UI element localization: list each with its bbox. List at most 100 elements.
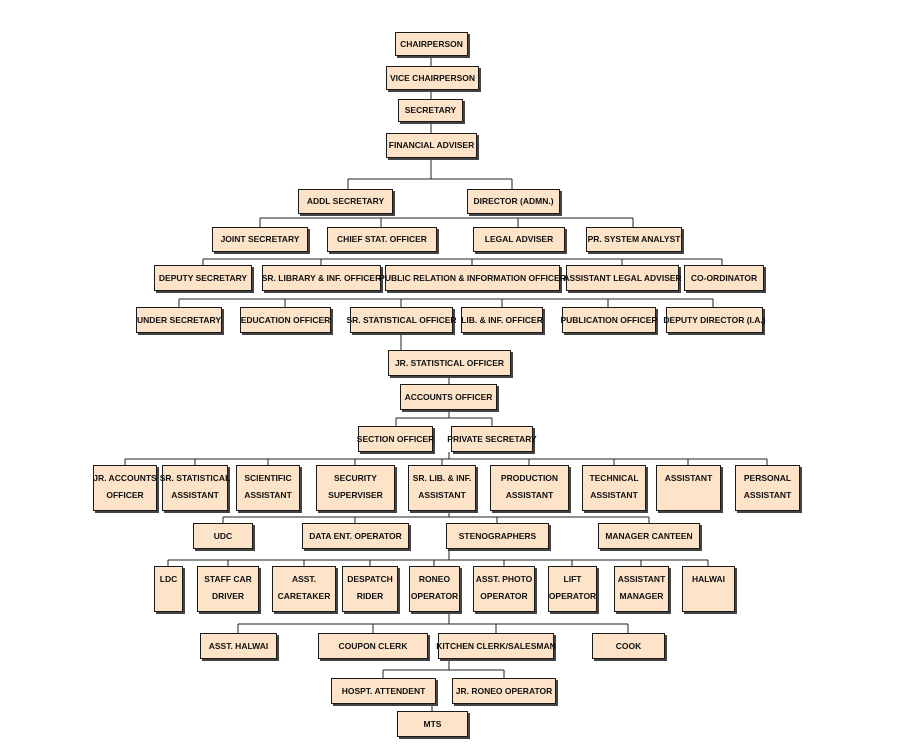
org-node-label-line: DEPUTY DIRECTOR (I.A.)	[663, 314, 766, 325]
org-node-staff-car-driver: STAFF CAR DRIVER	[197, 566, 259, 612]
org-node-under-secretary: UNDER SECRETARY	[136, 307, 222, 333]
org-node-sr-lib-inf-assistant: SR. LIB. & INF.ASSISTANT	[408, 465, 476, 511]
org-node-label-line: DEPUTY SECRETARY	[158, 272, 248, 283]
org-node-label-line: ASSISTANT	[505, 490, 554, 500]
org-node-cook: COOK	[592, 633, 665, 659]
org-node-label: CHAIRPERSON	[400, 36, 463, 53]
org-node-sr-library-inf-officer: SR. LIBRARY & INF. OFFICER	[262, 265, 381, 291]
org-node-label: ASSISTANT LEGAL ADVISER	[563, 270, 681, 287]
org-node-label-line: DIRECTOR (Admn.)	[473, 196, 554, 206]
org-node-production-assistant: PRODUCTION ASSISTANT	[490, 465, 569, 511]
org-node-coupon-clerk: COUPON CLERK	[318, 633, 428, 659]
org-node-label: STENOGRAPHERS	[459, 528, 536, 545]
org-node-label: SR. LIB. & INF.ASSISTANT	[413, 470, 472, 504]
org-node-manager-canteen: MANAGER CANTEEN	[598, 523, 700, 549]
org-node-label: CHIEF STAT. OFFICER	[337, 231, 427, 248]
org-node-publication-officer: PUBLICATION OFFICER	[560, 307, 658, 333]
org-node-label: PR. SYSTEM ANALYST	[588, 231, 681, 248]
org-node-label-line: OPERATOR	[548, 591, 597, 601]
org-node-label-line: SR. LIBRARY & INF. OFFICER	[261, 272, 382, 283]
org-node-label: PRIVATE SECRETARY	[447, 431, 536, 448]
org-node-label-line: COUPON CLERK	[338, 640, 408, 651]
org-node-label: DATA ENT. OPERATOR	[309, 528, 402, 545]
org-node-label: JR. ACCOUNTS OFFICER	[93, 470, 156, 504]
org-node-label-line: ASST. HALWAI	[208, 640, 269, 651]
org-node-label: JR. STATISTICAL OFFICER	[395, 355, 504, 372]
org-node-label-line: ASSISTANT	[590, 490, 638, 500]
org-node-label-line: OFFICER	[106, 490, 144, 500]
org-node-label-line: CHAIRPERSON	[400, 38, 463, 49]
org-node-education-officer: EDUCATION OFFICER	[240, 307, 331, 333]
org-node-public-relation-information-officer: PUBLIC RELATION & INFORMATION OFFICER	[379, 265, 566, 291]
org-node-label-line: CHIEF STAT. OFFICER	[337, 234, 427, 244]
org-node-label-line: CARETAKER	[277, 591, 331, 601]
org-node-label: PRODUCTION ASSISTANT	[501, 470, 558, 504]
org-node-vice-chairperson: VICE CHAIRPERSON	[386, 66, 479, 90]
org-node-label-line: ASSISTANT	[418, 490, 466, 500]
org-node-label: LDC	[160, 571, 177, 588]
org-node-label-line: ASSISTANT	[617, 574, 666, 584]
org-node-label-line: OPERATOR	[410, 591, 459, 601]
org-node-label-line: JR. ACCOUNTS	[93, 473, 157, 483]
org-node-label-line: FINANCIAL ADVISER	[388, 140, 475, 150]
org-node-label: MTS	[424, 716, 442, 733]
org-node-label-line: UNDER SECRETARY	[136, 314, 222, 325]
org-node-deputy-secretary: DEPUTY SECRETARY	[154, 265, 252, 291]
org-node-jr-statistical-officer: JR. STATISTICAL OFFICER	[388, 350, 511, 376]
org-node-label-line: ASST.	[291, 574, 317, 584]
org-node-label: HOSPT. ATTENDENT	[342, 683, 426, 700]
org-node-label: ASST. HALWAI	[209, 638, 269, 655]
org-node-label: PUBLICATION OFFICER	[560, 312, 657, 329]
org-node-pr-system-analyst: PR. SYSTEM ANALYST	[586, 227, 682, 252]
org-node-label-line: MANAGER CANTEEN	[605, 530, 693, 541]
org-node-label: DEPUTY SECRETARY	[159, 270, 247, 287]
org-node-sr-statistical-officer: SR. STATISTICAL OFFICER	[346, 307, 457, 333]
org-node-label-line: DRIVER	[211, 591, 245, 601]
org-node-label: CO-ORDINATOR	[691, 270, 757, 287]
org-node-label-line: EDUCATION OFFICER	[240, 314, 331, 325]
org-node-label-line: TECHNICAL	[589, 473, 639, 483]
org-node-kitchen-clerk-salesman: KITCHEN CLERK/SALESMAN	[436, 633, 556, 659]
org-node-section-officer: SECTION OFFICER	[356, 426, 435, 452]
org-node-label: ACCOUNTS OFFICER	[405, 389, 493, 406]
org-node-label-line: PRODUCTION	[500, 473, 559, 483]
org-node-label: FINANCIAL ADVISER	[389, 137, 474, 154]
org-node-label-line: STENOGRAPHERS	[458, 530, 537, 541]
org-node-label: ADDL SECRETARY	[307, 193, 384, 210]
org-node-secretary: SECRETARY	[398, 99, 463, 122]
org-node-label-line: STAFF CAR	[204, 574, 252, 584]
org-node-label-line: SECTION OFFICER	[356, 433, 435, 444]
org-node-label: ASST. CARETAKER	[278, 571, 331, 605]
org-node-label-line: COOK	[615, 640, 642, 651]
org-node-label: VICE CHAIRPERSON	[390, 70, 475, 87]
org-node-label: UNDER SECRETARY	[137, 312, 221, 329]
org-node-lib-inf-officer: LIB. & INF. OFFICER	[461, 307, 543, 333]
org-node-ldc: LDC	[154, 566, 183, 612]
org-node-label-line: LDC	[159, 574, 178, 584]
org-node-label: LEGAL ADVISER	[485, 231, 553, 248]
org-node-label-line: ASSISTANT	[664, 473, 713, 483]
org-node-label-line: UDC	[213, 530, 233, 541]
org-node-chief-stat-officer: CHIEF STAT. OFFICER	[327, 227, 437, 252]
org-node-label-line: CO-ORDINATOR	[690, 272, 758, 283]
org-node-director-admn: DIRECTOR (Admn.)	[467, 189, 560, 214]
org-node-label-line: LEGAL ADVISER	[484, 234, 554, 244]
org-node-label: STAFF CAR DRIVER	[204, 571, 252, 605]
org-node-label-line: KITCHEN CLERK/SALESMAN	[436, 640, 556, 651]
org-node-joint-secretary: JOINT SECRETARY	[212, 227, 308, 252]
org-node-data-ent-operator: DATA ENT. OPERATOR	[302, 523, 409, 549]
org-node-assistant-legal-adviser: ASSISTANT LEGAL ADVISER	[563, 265, 682, 291]
org-node-label-line: DESPATCH	[347, 574, 393, 584]
org-node-label-line: MTS	[423, 718, 442, 729]
